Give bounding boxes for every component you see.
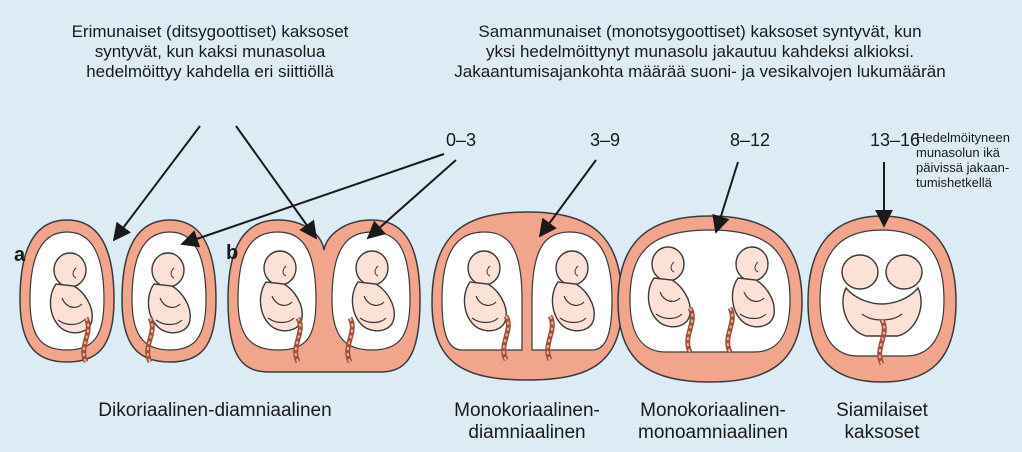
dichorionic-sac-right (122, 220, 216, 362)
dizygotic-description: Erimunaiset (ditsygoottiset) kaksoset sy… (60, 22, 360, 82)
panel-label-a: a (14, 244, 25, 267)
caption-monochorionic-diamniotic: Monokoriaalinen- diamniaalinen (432, 400, 622, 444)
conjoined-sac (808, 216, 956, 382)
day-range-0-3: 0–3 (446, 130, 476, 150)
day-range-3-9: 3–9 (590, 130, 620, 150)
caption-mcda-line-2: diamniaalinen (432, 422, 622, 444)
caption-conjoined: Siamilaiset kaksoset (812, 400, 952, 444)
age-note-line-4: tumishetkellä (916, 175, 1010, 190)
caption-mcma-line-1: Monokoriaalinen- (618, 400, 808, 422)
caption-conjoined-line-2: kaksoset (812, 422, 952, 444)
caption-mcma-line-2: monoamniaalinen (618, 422, 808, 444)
dichorionic-sac-left (20, 220, 114, 362)
monochorionic-monoamniotic-sac (618, 216, 802, 382)
dichorionic-fused-pair (228, 220, 420, 372)
monozygotic-line-3: Jakaantumisajankohta määrää suoni- ja ve… (420, 62, 980, 82)
monochorionic-diamniotic-sac (432, 212, 622, 380)
monozygotic-line-1: Samanmunaiset (monotsygoottiset) kaksose… (420, 22, 980, 42)
age-note: Hedelmöityneen munasolun ikä päivissä ja… (916, 130, 1010, 190)
caption-mcda-line-1: Monokoriaalinen- (432, 400, 622, 422)
day-range-8-12: 8–12 (730, 130, 770, 150)
age-note-line-1: Hedelmöityneen (916, 130, 1010, 145)
caption-conjoined-line-1: Siamilaiset (812, 400, 952, 422)
dizygotic-line-1: Erimunaiset (ditsygoottiset) kaksoset (60, 22, 360, 42)
dizygotic-line-2: syntyvät, kun kaksi munasolua (60, 42, 360, 62)
panel-label-b: b (226, 242, 238, 265)
monozygotic-description: Samanmunaiset (monotsygoottiset) kaksose… (420, 22, 980, 82)
age-note-line-2: munasolun ikä (916, 145, 1010, 160)
caption-dichorionic: Dikoriaalinen-diamniaalinen (80, 400, 350, 422)
day-range-13-16: 13–16 (870, 130, 920, 150)
dizygotic-line-3: hedelmöittyy kahdella eri siittiöllä (60, 62, 360, 82)
age-note-line-3: päivissä jakaan- (916, 160, 1010, 175)
caption-monochorionic-monoamniotic: Monokoriaalinen- monoamniaalinen (618, 400, 808, 444)
monozygotic-line-2: yksi hedelmöittynyt munasolu jakautuu ka… (420, 42, 980, 62)
